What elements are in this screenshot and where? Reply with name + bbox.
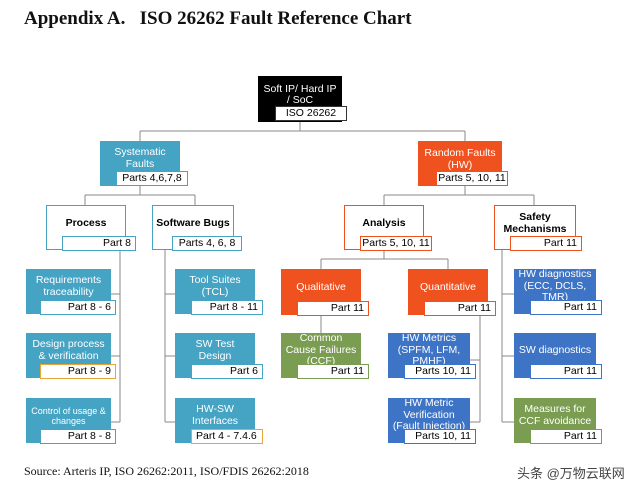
sw-diagnostics-label: SW diagnostics <box>518 343 592 356</box>
common-cause-failures-label: Common Cause Failures (CCF) <box>285 333 357 368</box>
quantitative-label: Quantitative <box>419 281 477 294</box>
analysis-tag: Parts 5, 10, 11 <box>360 236 432 251</box>
page-title: Appendix A. ISO 26262 Fault Reference Ch… <box>24 8 412 29</box>
tool-suites-label: Tool Suites (TCL) <box>189 274 241 298</box>
common-cause-failures-tag: Part 11 <box>297 364 369 379</box>
root-label: Soft IP/ Hard IP / SoC <box>263 82 337 106</box>
root-tag: ISO 26262 <box>275 106 347 121</box>
systematic-faults-tag: Parts 4,6,7,8 <box>116 171 188 186</box>
requirements-traceability-label: Requirements traceability <box>35 274 102 298</box>
quantitative-tag: Part 11 <box>424 301 496 316</box>
control-of-usage-tag: Part 8 - 8 <box>40 429 116 444</box>
process-label: Process <box>65 216 107 229</box>
qualitative-tag: Part 11 <box>297 301 369 316</box>
software-bugs-label: Software Bugs <box>156 216 230 229</box>
requirements-traceability-tag: Part 8 - 6 <box>40 300 116 315</box>
qualitative-label: Qualitative <box>296 281 346 294</box>
sw-test-design-label: SW Test Design <box>195 338 235 362</box>
design-process-tag: Part 8 - 9 <box>40 364 116 379</box>
software-bugs-tag: Parts 4, 6, 8 <box>172 236 242 251</box>
hw-metrics-label: HW Metrics (SPFM, LFM, PMHF) <box>397 333 461 368</box>
hw-metric-verification-label: HW Metric Verification (Fault Injection) <box>392 398 466 433</box>
sw-test-design-tag: Part 6 <box>191 364 263 379</box>
analysis-label: Analysis <box>362 216 406 229</box>
safety-mechanisms-tag: Part 11 <box>510 236 582 251</box>
tool-suites-tag: Part 8 - 11 <box>191 300 263 315</box>
systematic-faults-label: Systematic Faults <box>114 146 166 170</box>
hw-metric-verification-tag: Parts 10, 11 <box>404 429 476 444</box>
hw-metrics-tag: Parts 10, 11 <box>404 364 476 379</box>
safety-mechanisms-label: Safety Mechanisms <box>503 211 567 235</box>
hw-diagnostics-label: HW diagnostics (ECC, DCLS, TMR) <box>518 269 592 304</box>
random-faults-tag: Parts 5, 10, 11 <box>436 171 508 186</box>
design-process-label: Design process & verification <box>32 338 105 362</box>
sw-diagnostics-tag: Part 11 <box>530 364 602 379</box>
ccf-avoidance-label: Measures for CCF avoidance <box>518 403 592 427</box>
process-tag: Part 8 <box>62 236 136 251</box>
random-faults-label: Random Faults (HW) <box>424 147 496 171</box>
control-of-usage-label: Control of usage & changes <box>31 405 106 426</box>
watermark: 头条 @万物云联网 <box>517 466 625 481</box>
hw-sw-interfaces-label: HW-SW Interfaces <box>191 403 239 427</box>
ccf-avoidance-tag: Part 11 <box>530 429 602 444</box>
hw-diagnostics-tag: Part 11 <box>530 300 602 315</box>
source-caption: Source: Arteris IP, ISO 26262:2011, ISO/… <box>24 464 309 478</box>
hw-sw-interfaces-tag: Part 4 - 7.4.6 <box>191 429 263 444</box>
